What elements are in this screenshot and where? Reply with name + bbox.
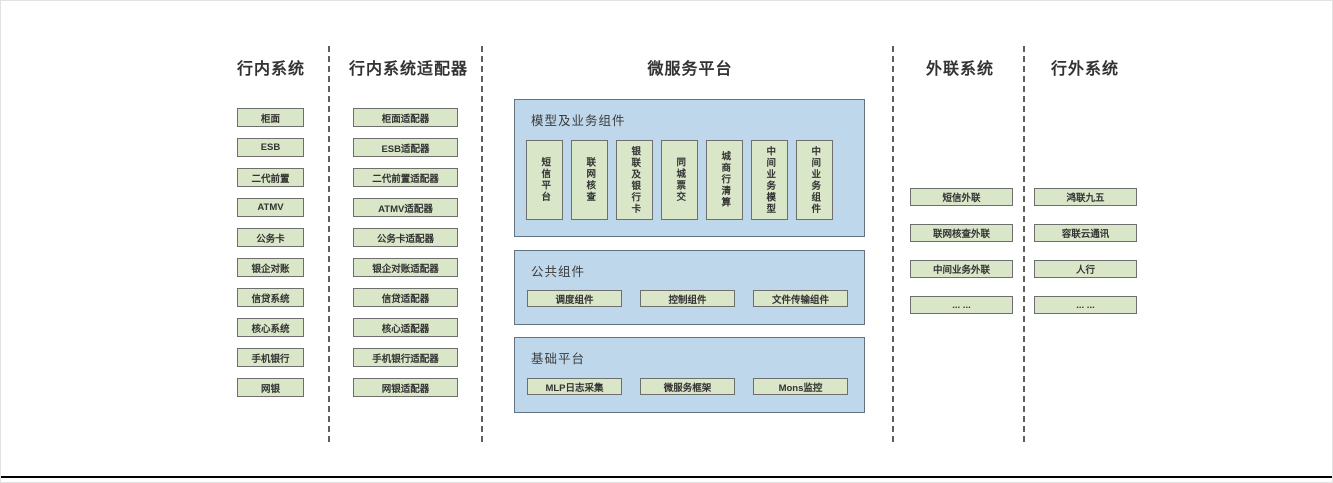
- system-box: 柜面: [237, 108, 304, 127]
- dashed-separator: [481, 46, 483, 446]
- system-box: ... ...: [1034, 296, 1137, 314]
- adapter-box: 核心适配器: [353, 318, 458, 337]
- base-platform-row: MLP日志采集 微服务框架 Mons监控: [527, 378, 848, 395]
- panel-model-business-components: 模型及业务组件 短信平台 联网核查 银联及银行卡 同城票交 城商行清算 中间业务…: [514, 99, 865, 237]
- adapter-box: 柜面适配器: [353, 108, 458, 127]
- system-box: 中间业务外联: [910, 260, 1013, 278]
- panel-label: 基础平台: [531, 352, 586, 366]
- system-box: 二代前置: [237, 168, 304, 187]
- column-title-internal-adapters: 行内系统适配器: [348, 61, 468, 78]
- component-box: 调度组件: [527, 290, 622, 307]
- component-box: MLP日志采集: [527, 378, 622, 395]
- system-box: 手机银行: [237, 348, 304, 367]
- system-box: 鸿联九五: [1034, 188, 1137, 206]
- system-box: ESB: [237, 138, 304, 157]
- external-systems-column: 鸿联九五 容联云通讯 人行 ... ...: [1034, 188, 1137, 314]
- component-box: 联网核查: [571, 140, 608, 220]
- component-box: 同城票交: [661, 140, 698, 220]
- component-box: 微服务框架: [640, 378, 735, 395]
- internal-adapters-column: 柜面适配器 ESB适配器 二代前置适配器 ATMV适配器 公务卡适配器 银企对账…: [353, 108, 458, 397]
- adapter-box: 二代前置适配器: [353, 168, 458, 187]
- dashed-separator: [1023, 46, 1025, 446]
- column-title-microservice-platform: 微服务平台: [647, 61, 733, 78]
- system-box: 短信外联: [910, 188, 1013, 206]
- component-box: 中间业务模型: [751, 140, 788, 220]
- column-title-outreach-systems: 外联系统: [925, 61, 994, 78]
- common-components-row: 调度组件 控制组件 文件传输组件: [527, 290, 848, 307]
- adapter-box: 信贷适配器: [353, 288, 458, 307]
- system-box: 网银: [237, 378, 304, 397]
- model-components-row: 短信平台 联网核查 银联及银行卡 同城票交 城商行清算 中间业务模型 中间业务组…: [526, 140, 833, 220]
- dashed-separator: [328, 46, 330, 446]
- dashed-separator: [892, 46, 894, 446]
- outreach-systems-column: 短信外联 联网核查外联 中间业务外联 ... ...: [910, 188, 1013, 314]
- adapter-box: ATMV适配器: [353, 198, 458, 217]
- system-box: 银企对账: [237, 258, 304, 277]
- adapter-box: 银企对账适配器: [353, 258, 458, 277]
- panel-label: 公共组件: [531, 265, 586, 279]
- column-title-internal-systems: 行内系统: [236, 61, 305, 78]
- component-box: 中间业务组件: [796, 140, 833, 220]
- component-box: 文件传输组件: [753, 290, 848, 307]
- system-box: 核心系统: [237, 318, 304, 337]
- system-box: 联网核查外联: [910, 224, 1013, 242]
- adapter-box: 网银适配器: [353, 378, 458, 397]
- panel-common-components: 公共组件 调度组件 控制组件 文件传输组件: [514, 250, 865, 325]
- adapter-box: 手机银行适配器: [353, 348, 458, 367]
- system-box: 人行: [1034, 260, 1137, 278]
- component-box: 控制组件: [640, 290, 735, 307]
- system-box: ... ...: [910, 296, 1013, 314]
- panel-base-platform: 基础平台 MLP日志采集 微服务框架 Mons监控: [514, 337, 865, 413]
- system-box: ATMV: [237, 198, 304, 217]
- bottom-divider: [1, 476, 1332, 478]
- system-box: 公务卡: [237, 228, 304, 247]
- component-box: 银联及银行卡: [616, 140, 653, 220]
- internal-systems-column: 柜面 ESB 二代前置 ATMV 公务卡 银企对账 信贷系统 核心系统 手机银行…: [237, 108, 304, 397]
- panel-label: 模型及业务组件: [531, 114, 626, 128]
- system-box: 容联云通讯: [1034, 224, 1137, 242]
- column-title-external-systems: 行外系统: [1050, 61, 1119, 78]
- component-box: 城商行清算: [706, 140, 743, 220]
- system-box: 信贷系统: [237, 288, 304, 307]
- component-box: Mons监控: [753, 378, 848, 395]
- adapter-box: 公务卡适配器: [353, 228, 458, 247]
- adapter-box: ESB适配器: [353, 138, 458, 157]
- component-box: 短信平台: [526, 140, 563, 220]
